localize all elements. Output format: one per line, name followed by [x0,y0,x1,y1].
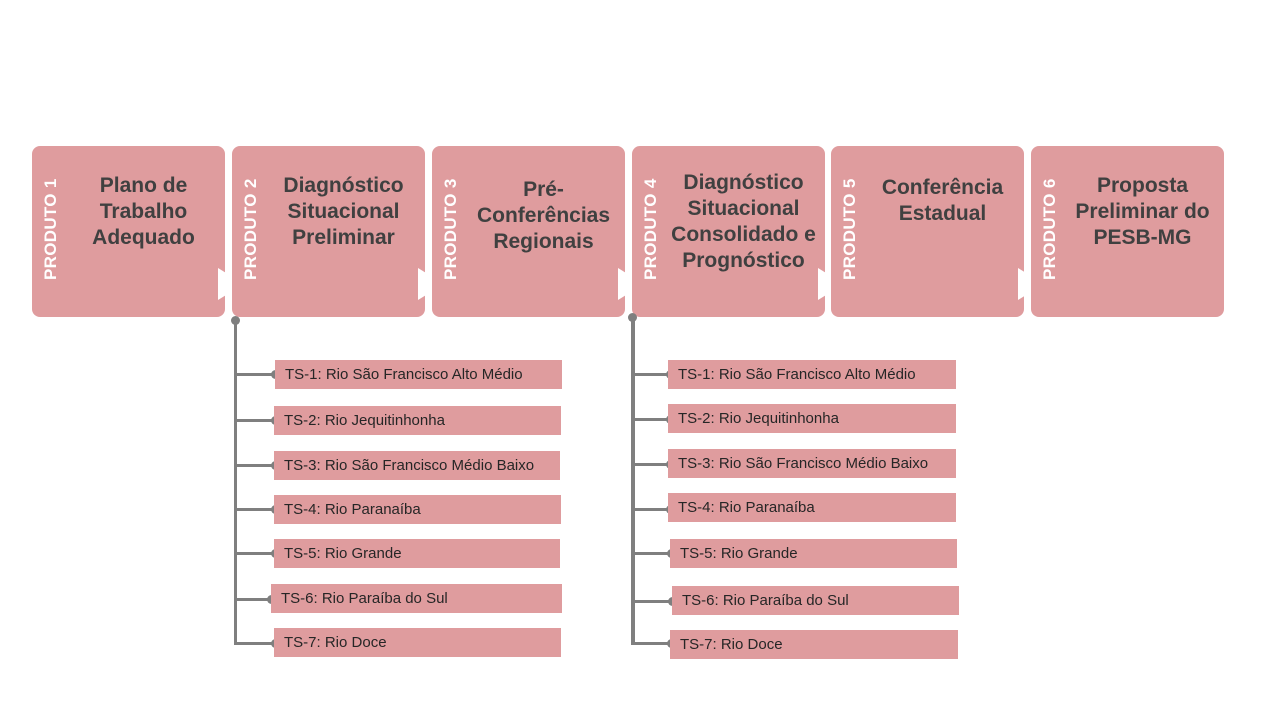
branch-right-trunk [631,318,635,645]
branch-left-item-5: TS-5: Rio Grande [274,539,560,568]
branch-left-connector-5 [234,552,276,555]
product-5-tag: PRODUTO 5 [840,178,859,280]
product-2-tag: PRODUTO 2 [241,178,260,280]
branch-left-item-6: TS-6: Rio Paraíba do Sul [271,584,562,613]
product-3-box: PRODUTO 3 Pré-Conferências Regionais [432,146,625,317]
branch-left-connector-6 [234,598,272,601]
branch-left-item-1: TS-1: Rio São Francisco Alto Médio [275,360,562,389]
branch-left-connector-7 [234,642,276,645]
branch-right-item-4: TS-4: Rio Paranaíba [668,493,956,522]
product-3-title: Pré-Conferências Regionais [476,178,611,253]
branch-left-item-7: TS-7: Rio Doce [274,628,561,657]
branch-right-connector-4 [632,508,670,511]
product-5-title: Conferência Estadual [881,176,1004,225]
branch-left-item-4: TS-4: Rio Paranaíba [274,495,561,524]
product-5-box: PRODUTO 5 Conferência Estadual [831,146,1024,317]
branch-right-connector-3 [632,463,670,466]
product-1-tag: PRODUTO 1 [41,178,60,280]
branch-left-item-2: TS-2: Rio Jequitinhonha [274,406,561,435]
branch-right-item-3: TS-3: Rio São Francisco Médio Baixo [668,449,956,478]
branch-right-connector-6 [632,600,674,603]
product-3-tag: PRODUTO 3 [441,178,460,280]
branch-right-connector-2 [632,418,670,421]
branch-left-trunk [234,320,237,644]
product-6-tag: PRODUTO 6 [1040,178,1059,280]
branch-right-root-dot [628,313,637,322]
product-1-box: PRODUTO 1 Plano de Trabalho Adequado [32,146,225,317]
branch-right-item-7: TS-7: Rio Doce [670,630,958,659]
product-4-box: PRODUTO 4 Diagnóstico Situacional Consol… [632,146,825,317]
branch-left-connector-1 [234,373,276,376]
product-4-tag: PRODUTO 4 [641,178,660,280]
product-6-title: Proposta Preliminar do PESB-MG [1075,174,1210,249]
branch-left-connector-4 [234,508,276,511]
branch-right-item-6: TS-6: Rio Paraíba do Sul [672,586,959,615]
product-1-title: Plano de Trabalho Adequado [92,174,195,249]
branch-right-connector-7 [632,642,672,645]
branch-right-item-2: TS-2: Rio Jequitinhonha [668,404,956,433]
branch-right-connector-1 [632,373,670,376]
product-4-title: Diagnóstico Situacional Consolidado e Pr… [671,171,816,272]
product-6-box: PRODUTO 6 Proposta Preliminar do PESB-MG [1031,146,1224,317]
branch-left-connector-2 [234,419,276,422]
branch-right-connector-5 [632,552,672,555]
branch-right-item-5: TS-5: Rio Grande [670,539,957,568]
product-2-title: Diagnóstico Situacional Preliminar [283,174,404,249]
branch-right-item-1: TS-1: Rio São Francisco Alto Médio [668,360,956,389]
product-2-box: PRODUTO 2 Diagnóstico Situacional Prelim… [232,146,425,317]
branch-left-item-3: TS-3: Rio São Francisco Médio Baixo [274,451,560,480]
branch-left-connector-3 [234,464,276,467]
